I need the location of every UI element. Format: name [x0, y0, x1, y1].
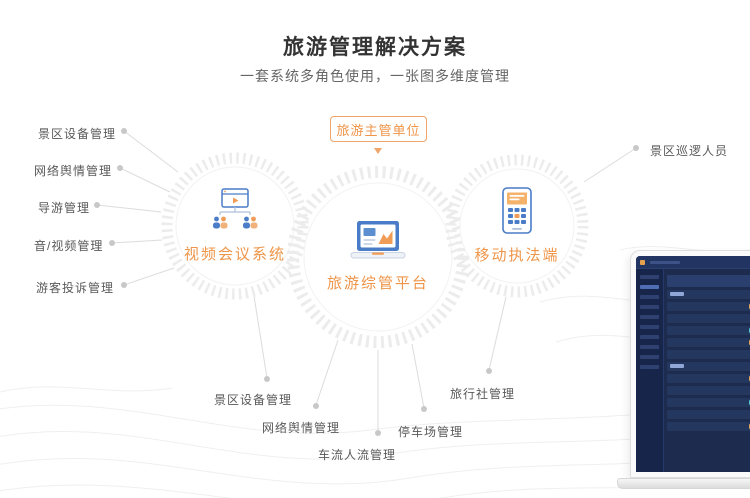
label-bottom-parking: 停车场管理	[398, 425, 464, 439]
dashboard-topbar	[636, 256, 750, 269]
dashed-ring-icon	[161, 152, 309, 300]
dashboard-main-panel	[664, 269, 750, 472]
label-left-scenic-equipment: 景区设备管理	[38, 127, 117, 141]
video-conference-icon	[213, 188, 258, 229]
page-subtitle: 一套系统多角色使用，一张图多维度管理	[240, 68, 510, 84]
label-bottom-public-opinion: 网络舆情管理	[262, 421, 341, 435]
down-arrow-icon	[374, 148, 382, 154]
node-video-conference: 视频会议系统	[160, 151, 310, 301]
node-label-tourism-platform: 旅游综管平台	[326, 275, 429, 292]
dashboard-screen	[636, 256, 750, 472]
label-left-public-opinion: 网络舆情管理	[34, 164, 113, 178]
laptop-mockup	[617, 250, 750, 489]
node-label-mobile-enforcement: 移动执法端	[474, 247, 560, 264]
laptop-base	[617, 478, 750, 489]
label-bottom-scenic-equipment: 景区设备管理	[214, 393, 293, 407]
handheld-device-icon	[502, 187, 532, 234]
label-left-audio-video: 音/视频管理	[34, 239, 104, 253]
node-mobile-enforcement: 移动执法端	[444, 153, 590, 299]
node-tourism-platform: 旅游综管平台	[286, 165, 470, 349]
dashboard-sidebar	[636, 269, 664, 472]
label-left-tourist-complaint: 游客投诉管理	[36, 281, 115, 295]
laptop-chart-icon	[350, 221, 406, 259]
laptop-screen-frame	[630, 250, 750, 478]
label-left-tour-guide: 导游管理	[38, 201, 91, 215]
label-right-patrol-staff: 景区巡逻人员	[650, 144, 729, 158]
node-label-video-conference: 视频会议系统	[183, 246, 286, 263]
label-bottom-traffic-flow: 车流人流管理	[318, 448, 397, 462]
label-bottom-travel-agency: 旅行社管理	[450, 387, 516, 401]
top-badge-label: 旅游主管单位	[336, 122, 421, 138]
page-title: 旅游管理解决方案	[283, 36, 467, 59]
top-badge: 旅游主管单位	[330, 116, 427, 142]
